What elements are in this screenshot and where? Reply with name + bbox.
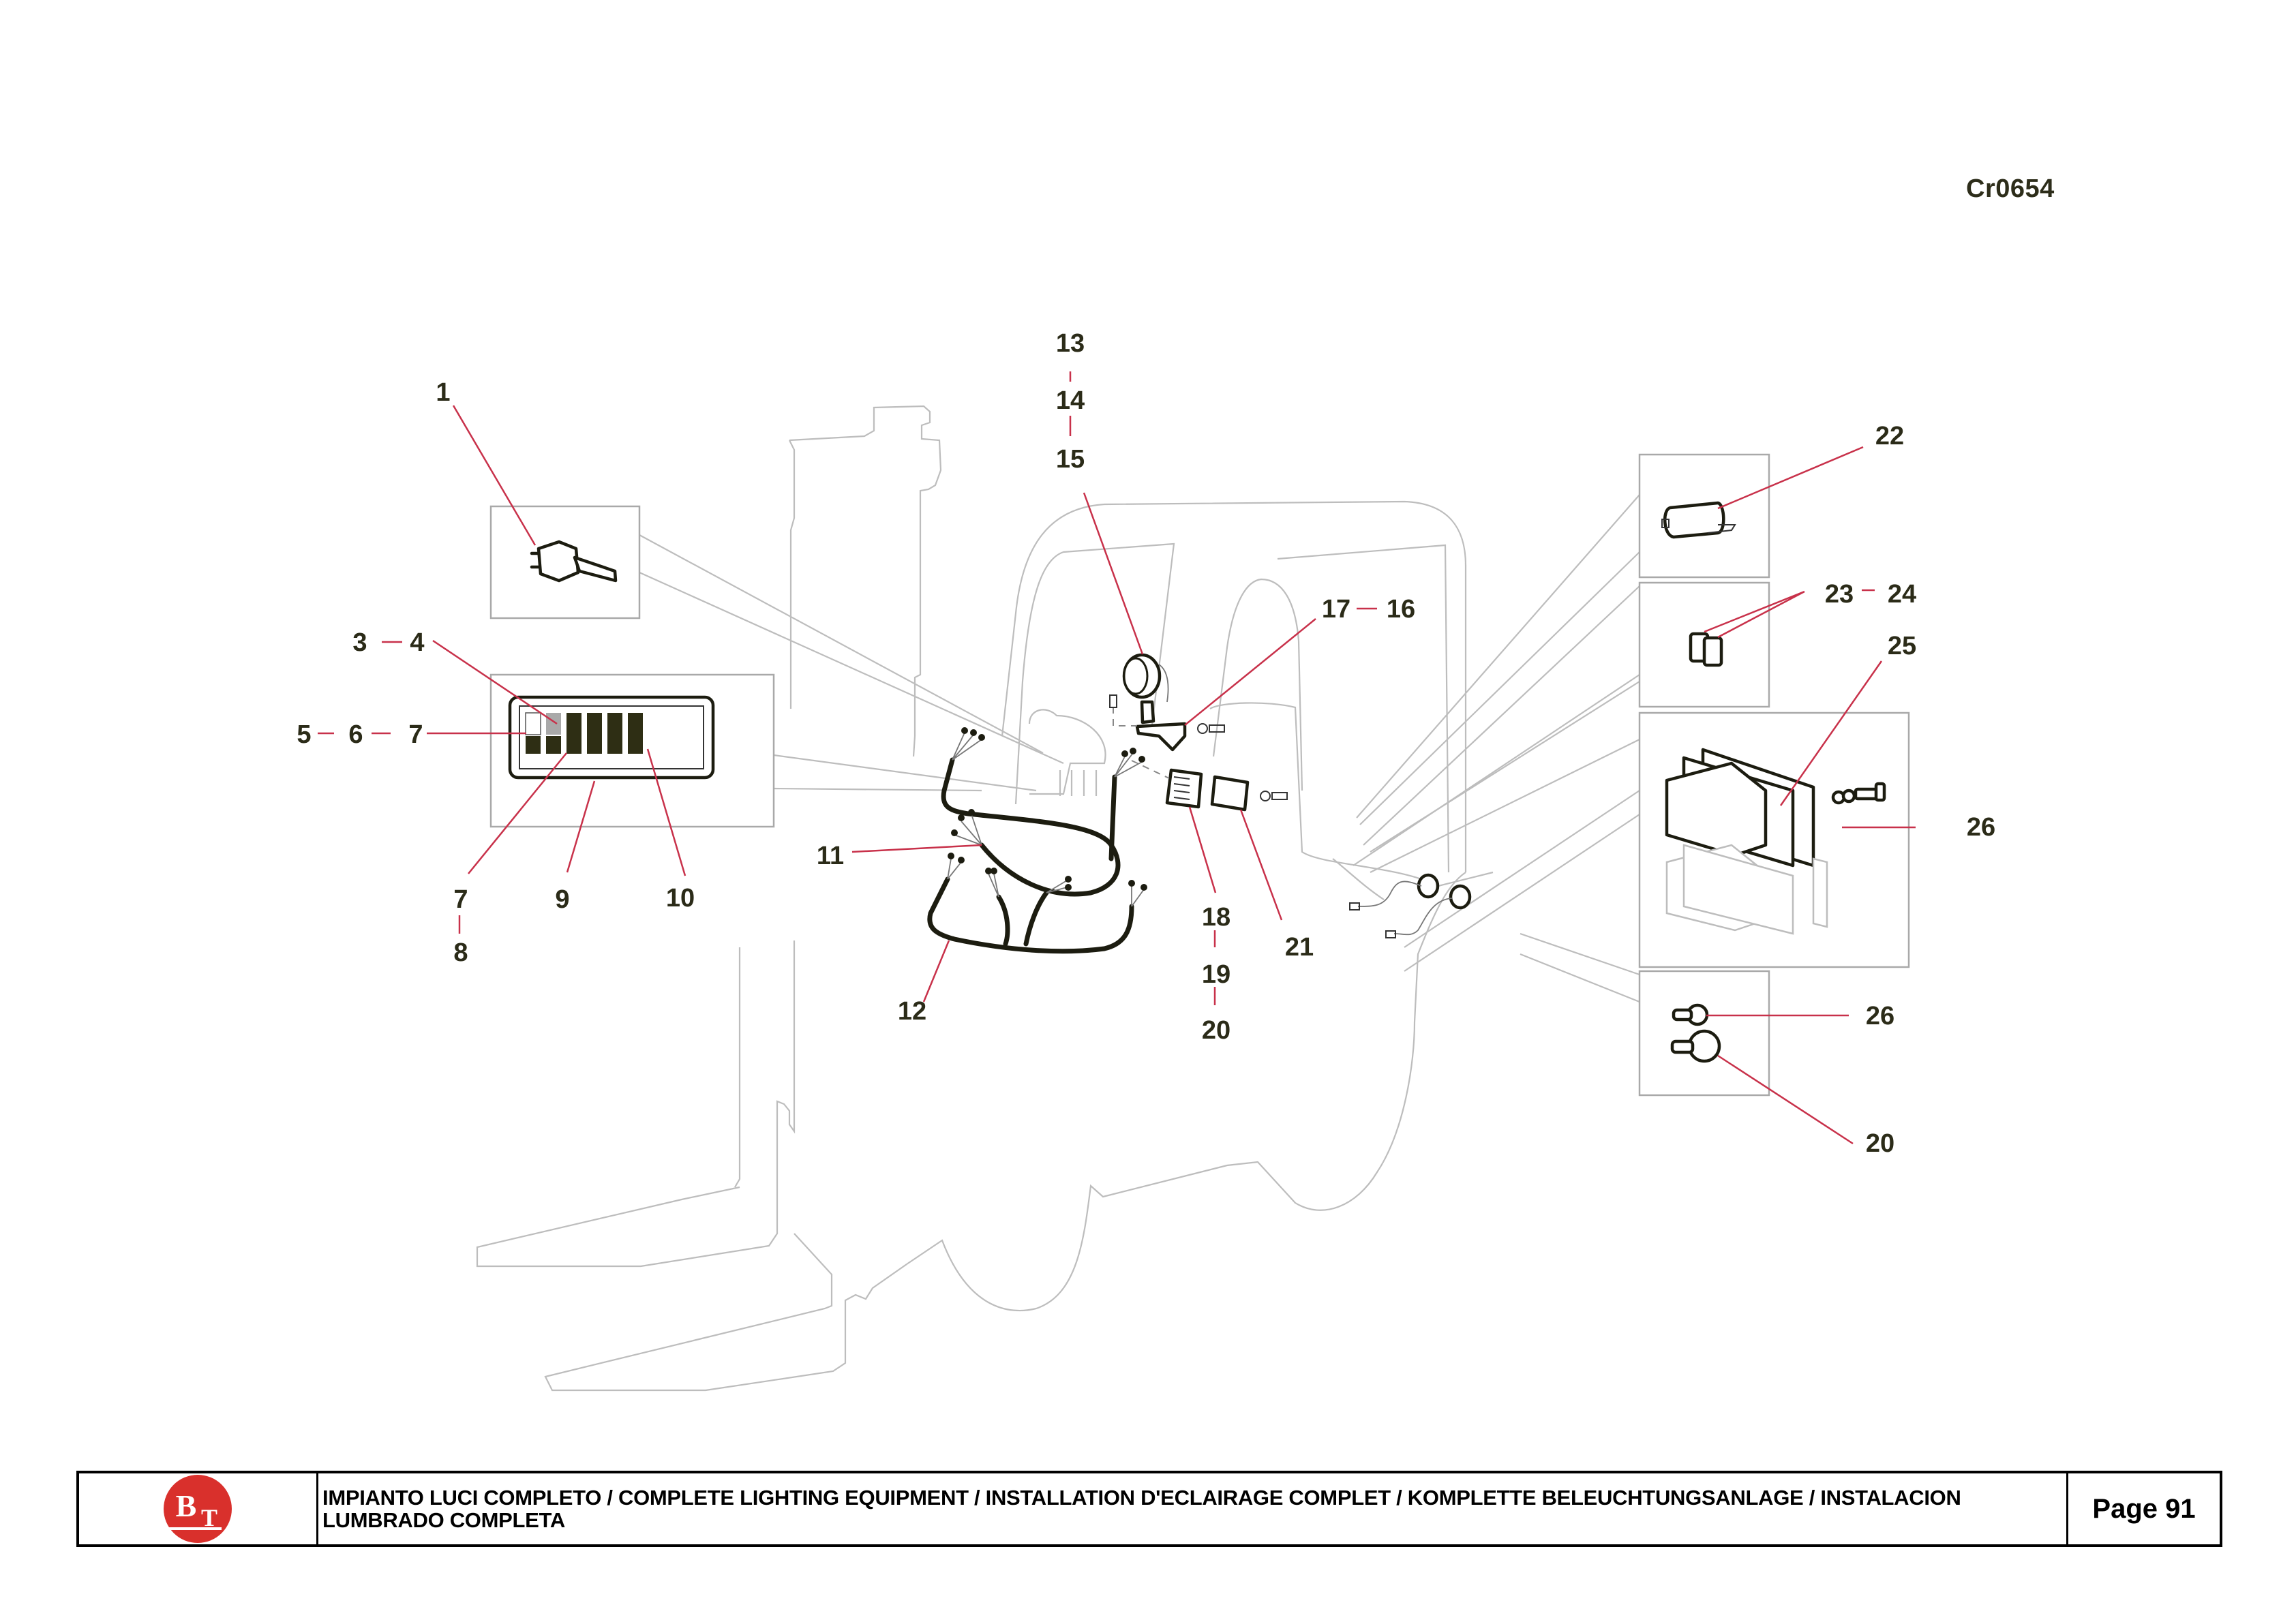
callout-15: 15	[1056, 445, 1085, 474]
callout-26-bulb: 26	[1866, 1002, 1894, 1030]
callout-12: 12	[898, 997, 926, 1026]
callout-8: 8	[453, 938, 468, 967]
bt-logo: B T	[164, 1475, 232, 1543]
page-cell: Page 91	[2066, 1473, 2220, 1544]
callout-5: 5	[297, 720, 311, 749]
callout-26-relay: 26	[1967, 813, 1995, 842]
detail-box-bulbs	[1638, 970, 1770, 1097]
callout-20-center: 20	[1202, 1016, 1230, 1045]
callout-11: 11	[817, 842, 844, 870]
callout-4: 4	[410, 628, 424, 657]
work-light-assembly	[1109, 653, 1225, 752]
callout-14: 14	[1056, 386, 1085, 415]
callout-21: 21	[1285, 933, 1314, 962]
indicator-lights	[1349, 873, 1472, 938]
detail-box-toggle-switch	[489, 505, 641, 619]
cable-harness-12	[927, 853, 1147, 954]
callout-17: 17	[1322, 595, 1350, 624]
bt-logo-b: B	[176, 1488, 197, 1523]
callout-24: 24	[1888, 580, 1916, 609]
detail-box-buzzer	[1638, 453, 1770, 579]
callout-19: 19	[1202, 960, 1230, 989]
page-number: Page 91	[2092, 1493, 2196, 1524]
callout-18: 18	[1202, 903, 1230, 932]
document-title: IMPIANTO LUCI COMPLETO / COMPLETE LIGHTI…	[322, 1486, 1961, 1532]
drawing-code: Cr0654	[1966, 174, 2055, 203]
detail-box-switch-panel	[489, 673, 775, 828]
title-cell: IMPIANTO LUCI COMPLETO / COMPLETE LIGHTI…	[318, 1473, 2066, 1544]
logo-cell: B T	[79, 1473, 318, 1544]
callout-13: 13	[1056, 329, 1085, 358]
bt-logo-disc	[164, 1475, 232, 1543]
callout-10: 10	[666, 884, 695, 913]
forklift-outline	[476, 405, 1494, 1392]
callout-3: 3	[352, 628, 367, 657]
bt-logo-underline	[167, 1527, 222, 1530]
callout-25: 25	[1888, 632, 1916, 660]
callout-9: 9	[555, 885, 569, 914]
callout-7-top: 7	[408, 720, 423, 749]
callout-20-bulb: 20	[1866, 1129, 1894, 1158]
callout-22: 22	[1875, 422, 1904, 450]
callout-labels: 1 3 4 5 6 7 7 8 9 10 11 12 13 14 15 17 1…	[297, 329, 1995, 1158]
detail-box-connector	[1638, 581, 1770, 708]
rear-lamps	[1131, 760, 1288, 812]
cable-harness-11	[941, 727, 1145, 897]
callout-7-bottom: 7	[453, 885, 468, 914]
projection-lines	[639, 494, 1640, 1003]
leader-lines	[318, 371, 1916, 1145]
callout-6: 6	[348, 720, 363, 749]
callout-16: 16	[1387, 595, 1415, 624]
title-block: B T IMPIANTO LUCI COMPLETO / COMPLETE LI…	[76, 1471, 2222, 1547]
bt-logo-t: T	[201, 1504, 217, 1531]
callout-23: 23	[1825, 580, 1854, 609]
callout-1: 1	[436, 378, 450, 407]
detail-box-relay	[1638, 711, 1910, 968]
